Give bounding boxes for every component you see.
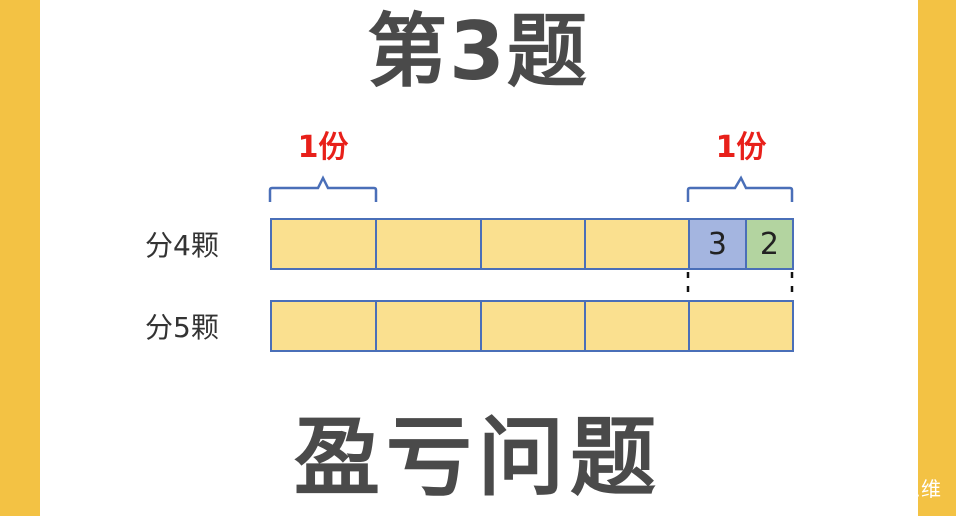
- part-cell-2: 2: [746, 220, 792, 268]
- bar-cell: [482, 302, 586, 350]
- brace-left: [268, 175, 378, 202]
- right-side-bar: [918, 0, 956, 516]
- part-cell-3: 3: [690, 220, 747, 268]
- watermark: 小兔数理思维: [816, 477, 942, 501]
- bar-cell: [272, 302, 377, 350]
- bar-row-4: 3 2: [270, 218, 794, 270]
- left-side-bar: [0, 0, 40, 516]
- bar-cell: [690, 302, 792, 350]
- brace-right: [686, 175, 794, 202]
- row-label-4: 分4颗: [145, 229, 219, 262]
- bar-cell: [377, 220, 482, 268]
- bar-cell: [586, 302, 690, 350]
- bar-cell: [482, 220, 586, 268]
- bar-cell-split: 3 2: [690, 220, 792, 268]
- bar-row-5: [270, 300, 794, 352]
- bar-cell: [272, 220, 377, 268]
- question-title: 第3题: [367, 5, 589, 98]
- share-label-left: 1份: [297, 130, 349, 165]
- share-label-right: 1份: [715, 130, 767, 165]
- bar-cell: [377, 302, 482, 350]
- row-label-5: 分5颗: [145, 311, 219, 344]
- bar-cell: [586, 220, 690, 268]
- topic-title: 盈亏问题: [294, 408, 662, 508]
